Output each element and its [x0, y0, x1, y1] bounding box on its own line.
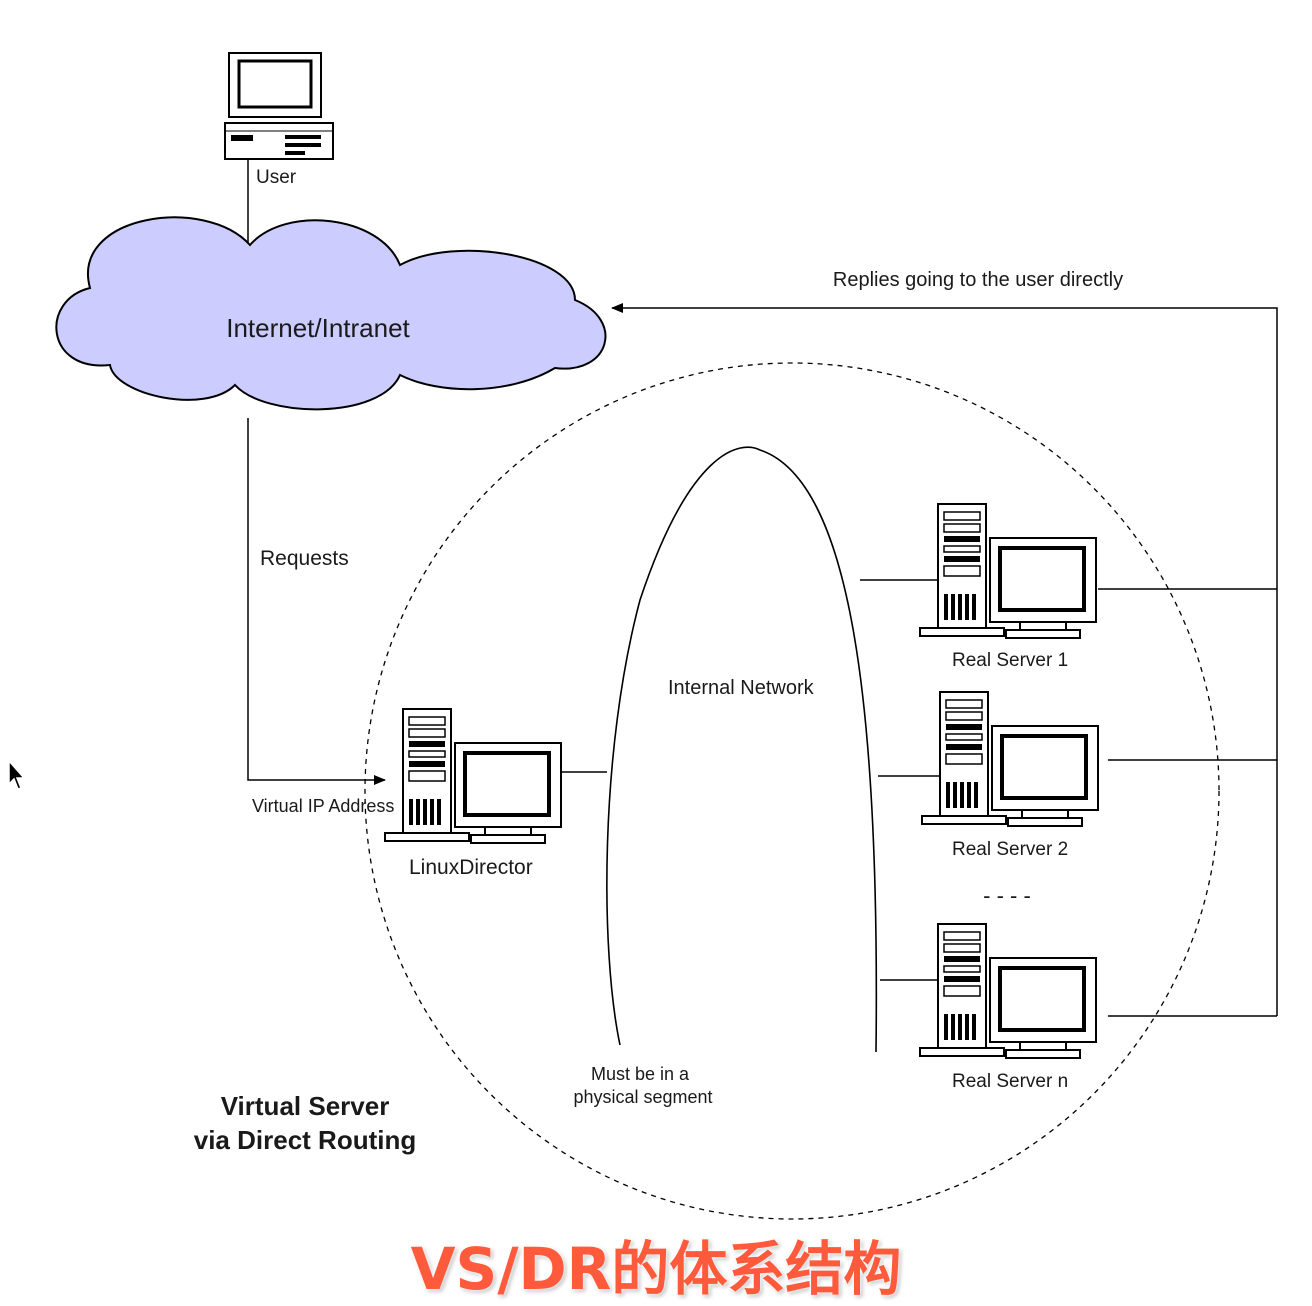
virtual-server-boundary — [364, 362, 1220, 1220]
vip-label: Virtual IP Address — [252, 796, 394, 816]
requests-label: Requests — [260, 547, 349, 570]
more-servers-ellipsis: - - - - — [983, 883, 1031, 908]
real-server-1-label: Real Server 1 — [952, 650, 1068, 671]
user-computer-icon — [223, 51, 335, 161]
real-server-n-icon — [918, 922, 1098, 1060]
cloud-label: Internet/Intranet — [226, 313, 410, 343]
requests-arrow — [247, 418, 386, 785]
internet-cloud-icon — [55, 216, 607, 411]
linux-director-server-icon — [383, 707, 563, 845]
caption: VS/DR的体系结构 — [410, 1235, 902, 1303]
diagram-title-line2: via Direct Routing — [194, 1125, 416, 1155]
replies-arrow — [611, 303, 1278, 1016]
segment-note-line2: physical segment — [573, 1087, 712, 1107]
mouse-cursor-icon — [8, 760, 26, 790]
director-label: LinuxDirector — [409, 856, 533, 879]
real-server-2-icon — [920, 690, 1100, 828]
internal-network-segment — [606, 446, 878, 1053]
real-server-1-icon — [918, 502, 1098, 640]
user-label: User — [256, 167, 297, 188]
diagram-title-line1: Virtual Server — [221, 1091, 390, 1121]
segment-note-line1: Must be in a — [591, 1064, 690, 1084]
real-server-2-label: Real Server 2 — [952, 839, 1068, 860]
replies-label: Replies going to the user directly — [833, 269, 1123, 291]
real-server-n-label: Real Server n — [952, 1071, 1068, 1092]
internal-network-label: Internal Network — [668, 677, 815, 699]
